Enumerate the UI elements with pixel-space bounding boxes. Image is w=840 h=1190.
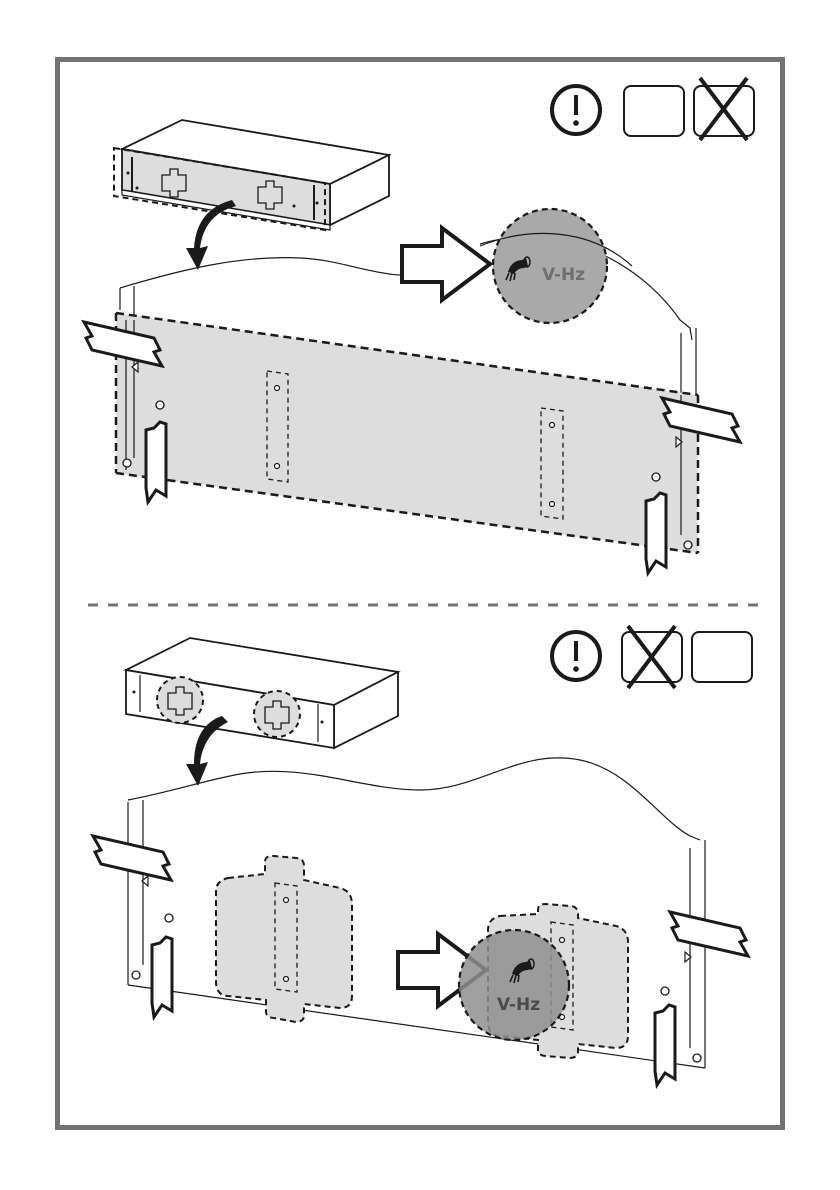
callout-label: V-Hz — [497, 995, 540, 1015]
appliance-drawer-unit — [114, 120, 389, 230]
block-arrow-icon — [402, 228, 490, 300]
mounting-template-panel — [116, 313, 698, 553]
step-2-symbols — [552, 626, 752, 688]
attention-icon — [552, 632, 600, 680]
adhesive-tape — [646, 493, 666, 573]
option-box-not-allowed — [622, 626, 682, 688]
rating-plate-callout — [459, 930, 569, 1040]
adhesive-tape — [146, 422, 166, 502]
option-box-allowed — [692, 632, 752, 682]
cabinet-outline — [128, 776, 230, 800]
step-1: V-Hz — [84, 78, 754, 573]
adhesive-tape — [152, 937, 172, 1017]
attention-icon — [552, 86, 600, 134]
bracket-template-left — [216, 856, 352, 1022]
option-box-not-allowed — [694, 78, 754, 140]
adhesive-tape — [93, 836, 171, 880]
option-box-allowed — [624, 86, 684, 136]
step-1-symbols — [552, 78, 754, 140]
adhesive-tape — [670, 912, 748, 956]
callout-label: V-Hz — [542, 265, 585, 285]
step-2: V-Hz — [93, 626, 752, 1085]
adhesive-tape — [655, 1005, 675, 1085]
appliance-drawer-unit — [126, 638, 398, 748]
cabinet-outline — [120, 258, 440, 288]
